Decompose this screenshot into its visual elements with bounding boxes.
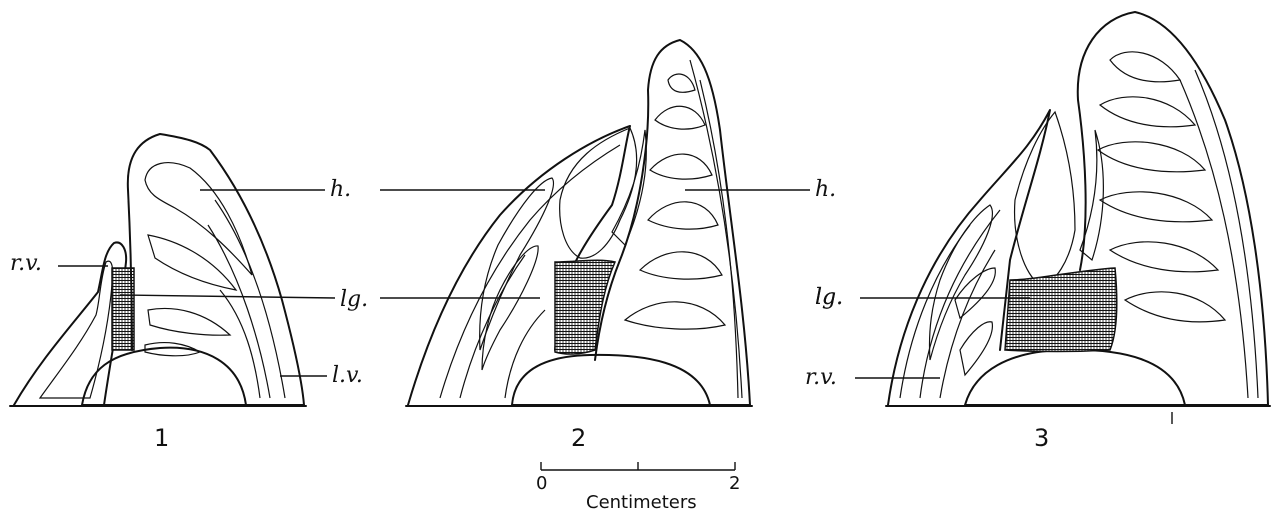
base-mass (965, 350, 1185, 405)
umbo-region (1015, 112, 1075, 285)
right-valve-outline (888, 110, 1050, 405)
left-valve-inner-1 (145, 163, 252, 275)
base-mass (512, 355, 710, 405)
ligament (555, 260, 615, 354)
scale-tick-2: 2 (729, 473, 740, 494)
base-mass (82, 348, 246, 405)
figure-1: r.v. h. lg. l.v. 1 (10, 134, 368, 452)
label-h-fig1: h. (330, 177, 351, 202)
label-lg-fig3: lg. (815, 285, 843, 310)
scale-unit-label: Centimeters (586, 492, 697, 513)
figure-number-2: 2 (571, 424, 586, 452)
left-valve-outline (128, 134, 304, 405)
right-valve-inner (40, 261, 113, 398)
ligament (1005, 268, 1117, 352)
scale-tick-0: 0 (536, 473, 547, 494)
figure-3: lg. r.v. 3 (805, 12, 1270, 452)
left-valve-outline (595, 40, 750, 405)
label-lv-fig1: l.v. (332, 363, 363, 388)
label-lg-fig1: lg. (340, 287, 368, 312)
label-rv-fig1: r.v. (10, 251, 42, 276)
left-valve-inner-3 (148, 308, 230, 335)
label-rv-fig3: r.v. (805, 365, 837, 390)
label-h-fig2: h. (815, 177, 836, 202)
figure-number-1: 1 (154, 424, 169, 452)
left-valve-inner-2 (148, 235, 236, 290)
scale-bar: 0 2 Centimeters (536, 462, 740, 513)
figure-2: h. lg. 2 (380, 40, 843, 452)
figure-number-3: 3 (1034, 424, 1049, 452)
